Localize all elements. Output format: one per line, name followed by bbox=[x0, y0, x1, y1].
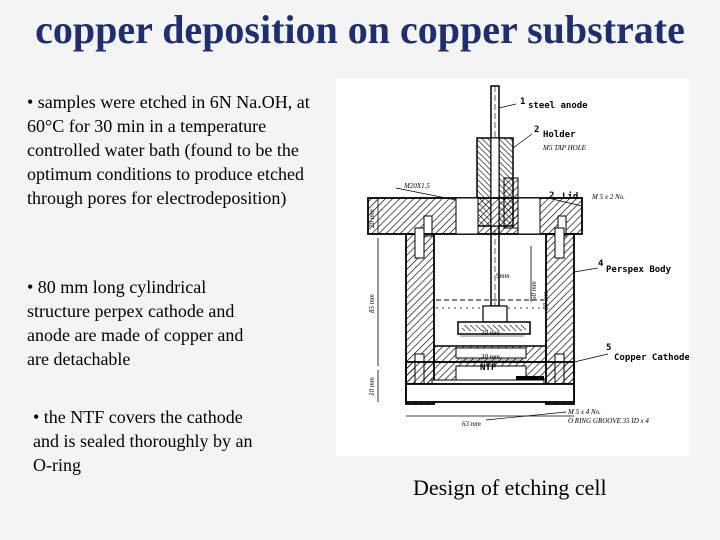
bullet-cell-structure: • 80 mm long cylindrical structure perpe… bbox=[27, 277, 244, 369]
dim-30-lower: 30 mm bbox=[480, 353, 500, 361]
label-lid: Lid bbox=[562, 191, 578, 202]
label-perspex-body: Perspex Body bbox=[606, 265, 672, 275]
label-o-ring: O RING GROOVE 35 ID x 4 bbox=[568, 417, 649, 425]
label-number-5: 5 bbox=[606, 343, 611, 353]
label-m20: M20X1.5 bbox=[403, 182, 430, 190]
leader-lines bbox=[395, 103, 609, 421]
etching-cell-drawing: 1 steel anode 2 Holder M5 TAP HOLE M20X1… bbox=[367, 85, 689, 428]
label-bottom-screws: M 5 x 4 No. bbox=[567, 408, 601, 416]
bullet-etching-conditions: • samples were etched in 6N Na.OH, at 60… bbox=[27, 92, 310, 208]
dim-20: 20 mm bbox=[368, 209, 376, 228]
label-holder: Holder bbox=[543, 130, 576, 140]
label-number-3: 2 bbox=[549, 191, 554, 201]
label-lid-screws: M 5 x 2 No. bbox=[591, 193, 625, 201]
cathode-inner bbox=[433, 345, 547, 363]
label-copper-cathode: Copper Cathode bbox=[614, 353, 689, 363]
bullet-ntf-seal: • the NTF covers the cathode and is seal… bbox=[33, 407, 253, 475]
slide-title: copper deposition on copper substrate bbox=[35, 7, 685, 52]
ntf-membrane bbox=[516, 376, 544, 380]
dim-50: 50 mm bbox=[530, 281, 538, 300]
label-number-1: 1 bbox=[520, 97, 525, 107]
anode-disc bbox=[457, 305, 531, 335]
figure-caption: Design of etching cell bbox=[413, 475, 607, 500]
etching-cell-diagram: 1 steel anode 2 Holder M5 TAP HOLE M20X1… bbox=[336, 78, 689, 456]
label-ntf: NTF bbox=[480, 363, 496, 373]
lid bbox=[367, 197, 583, 237]
dim-10: 10 mm bbox=[368, 377, 376, 396]
dim-9: 9mm bbox=[496, 272, 510, 280]
label-number-4: 4 bbox=[598, 259, 604, 269]
dim-85: 85 mm bbox=[368, 294, 376, 313]
copper-cathode-base bbox=[405, 361, 575, 403]
dim-30-upper: 30 mm bbox=[480, 329, 500, 337]
label-tap-hole: M5 TAP HOLE bbox=[542, 144, 587, 152]
label-steel-anode: steel anode bbox=[528, 101, 588, 111]
dim-80: 80 mm bbox=[542, 291, 550, 310]
dim-63: 63 mm bbox=[462, 420, 481, 428]
label-number-2: 2 bbox=[534, 125, 539, 135]
dimension-lines bbox=[377, 198, 574, 417]
